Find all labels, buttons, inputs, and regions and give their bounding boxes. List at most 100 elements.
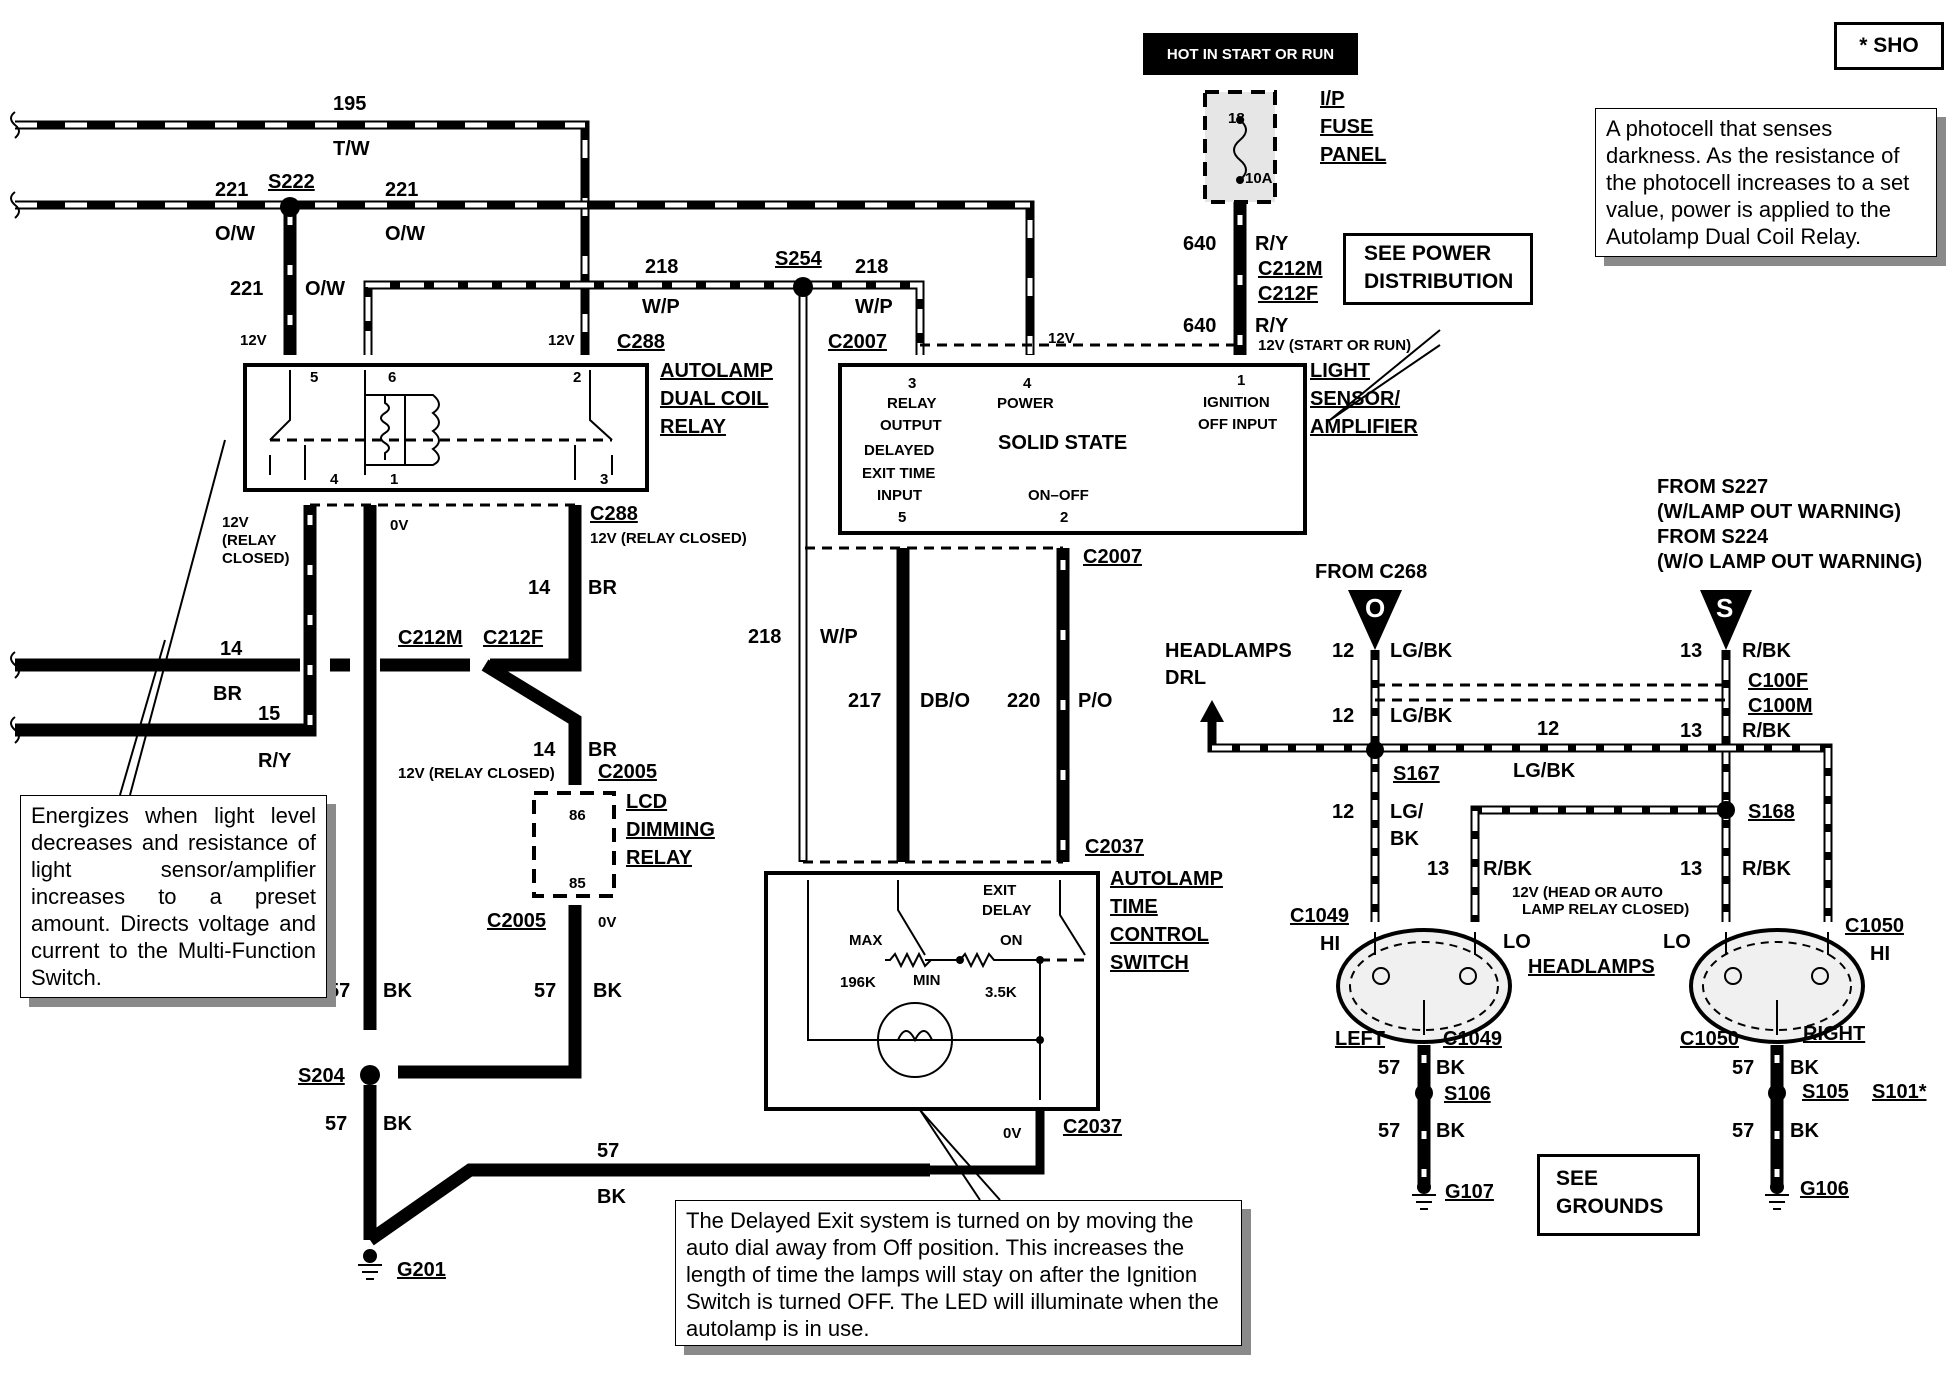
ry-label-a: R/Y [1255,233,1289,255]
rbk-label-c: R/BK [1483,858,1532,880]
c212f-mid: C212F [483,627,543,649]
lcd-pin86: 86 [569,807,586,824]
relay-pin3: 3 [600,471,608,488]
relay-closed-l1: 12V [222,514,249,531]
s167-splice [1366,741,1384,759]
from-s227-l3: FROM S224 [1657,526,1769,548]
ry-label-c: R/Y [258,750,292,772]
wire-195 [15,120,590,355]
wp-label-c: W/P [820,626,858,648]
dbo-label: DB/O [920,690,970,712]
lcd-name-l1: LCD [626,791,667,813]
w57-lampL2: 57 [1378,1120,1400,1142]
c212f-top: C212F [1258,283,1318,305]
rbk-label-d: R/BK [1742,858,1791,880]
s204-label: S204 [298,1065,346,1087]
lcd-name-l3: RELAY [626,847,693,869]
ts-name-l1: AUTOLAMP [1110,868,1223,890]
c288-top-label: C288 [617,331,665,353]
ts-name-l2: TIME [1110,896,1158,918]
note-photocell-text: A photocell that senses darkness. As the… [1606,116,1910,249]
relay-closed-c288: 12V (RELAY CLOSED) [590,530,747,547]
lo-left: LO [1503,931,1531,953]
w217-label: 217 [848,690,881,712]
c268-symbol: O [1365,593,1385,623]
ow-label-c: O/W [305,278,345,300]
g201-label: G201 [397,1259,446,1281]
switch-exit-b: DELAY [982,902,1031,919]
relay-closed-l2: (RELAY [222,532,276,549]
w221-label-a: 221 [215,179,248,201]
c1049-top-label: C1049 [1290,905,1349,927]
s168-splice [1717,801,1735,819]
relay-name-l2: DUAL COIL [660,388,769,410]
bk2-label: BK [1390,828,1419,850]
note-delayed-exit: The Delayed Exit system is turned on by … [675,1200,1242,1346]
wire-57-lcd [398,905,582,1079]
switch-max: MAX [849,932,882,949]
v0-switch: 0V [1003,1125,1021,1142]
ground-symbols [358,1180,1789,1280]
c1050-bottom-label: C1050 [1680,1028,1739,1050]
hi-left: HI [1320,933,1340,955]
lg-label: LG/ [1390,801,1424,823]
w57-lampR: 57 [1732,1057,1754,1079]
lgbk-label-a: LG/BK [1390,640,1453,662]
fuse-rating: 10A [1245,170,1273,187]
w12-label-d: 12 [1332,801,1354,823]
w57-label-c: 57 [325,1113,347,1135]
v0-relay: 0V [390,517,408,534]
ry-label-b: R/Y [1255,315,1289,337]
c288-bottom-label: C288 [590,503,638,525]
w14-label-a: 14 [528,577,551,599]
bk-label-a: BK [383,980,412,1002]
w15-label: 15 [258,703,280,725]
c212m-mid: C212M [398,627,462,649]
bk-label-b: BK [593,980,622,1002]
lo-right: LO [1663,931,1691,953]
s105-splice [1768,1084,1786,1102]
sensor-p5-b: EXIT TIME [862,465,935,482]
sensor-p1-b: IGNITION [1203,394,1270,411]
relay-pin2: 2 [573,369,581,386]
s222-splice [280,197,300,217]
ts-name-l3: CONTROL [1110,924,1209,946]
w13-label-a: 13 [1680,640,1702,662]
lcd-relay-box [532,791,616,898]
left-label: LEFT [1335,1028,1385,1050]
s105-label: S105 [1802,1081,1849,1103]
v0-lcd: 0V [598,914,616,931]
c100m-label: C100M [1748,695,1812,717]
drl-l2: DRL [1165,667,1206,689]
note-delayed-exit-text: The Delayed Exit system is turned on by … [686,1208,1219,1341]
s168-label: S168 [1748,801,1795,823]
w13-label-b: 13 [1680,720,1702,742]
ow-label-b: O/W [385,223,425,245]
sensor-p1-c: OFF INPUT [1198,416,1277,433]
sensor-p4-b: POWER [997,395,1054,412]
tw-label: T/W [333,138,370,160]
s222-label: S222 [268,171,315,193]
switch-r1: 196K [840,974,876,991]
sho-label: * SHO [1859,34,1919,57]
sensor-p3-a: 3 [908,375,916,392]
lgbk-label-b: LG/BK [1390,705,1453,727]
sensor-name-l2: SENSOR/ [1310,388,1400,410]
sho-box: * SHO [1834,22,1944,70]
switch-exit-a: EXIT [983,882,1016,899]
c1049-bottom-label: C1049 [1443,1028,1502,1050]
fuse-panel-l3: PANEL [1320,144,1386,166]
g106-label: G106 [1800,1178,1849,1200]
s106-label: S106 [1444,1083,1491,1105]
sensor-p3-c: OUTPUT [880,417,942,434]
w640-label-b: 640 [1183,315,1216,337]
head-relay-l1: 12V (HEAD OR AUTO [1512,884,1663,901]
w640-label-a: 640 [1183,233,1216,255]
fuse-number: 18 [1228,110,1245,127]
from-s227-l1: FROM S227 [1657,476,1768,498]
relay-closed-c2005: 12V (RELAY CLOSED) [398,765,555,782]
wire-15-ry [15,505,317,737]
bk-label-d: BK [597,1186,626,1208]
relay-name-l3: RELAY [660,416,727,438]
